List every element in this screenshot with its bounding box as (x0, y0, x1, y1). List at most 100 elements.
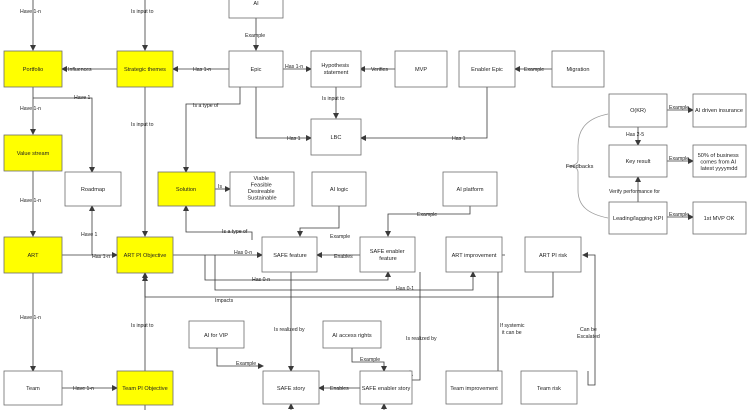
node-team-improvement[interactable]: Team improvement (445, 370, 503, 405)
node-team-label: Team (26, 386, 40, 392)
edge-labels: Have 1-n Is input to Example Influences … (20, 9, 689, 392)
label-example-ai: Example (245, 33, 265, 39)
node-ai[interactable]: AI (228, 0, 284, 19)
node-safe-enabler-feature-label: SAFE enabler feature (370, 249, 406, 262)
label-have-1-art-roadmap: Have 1 (81, 232, 98, 238)
node-migration[interactable]: Migration (551, 50, 605, 88)
edge-ailogic-feature (297, 206, 340, 237)
node-team-risk[interactable]: Team risk (520, 370, 578, 405)
edge-epic-lbc (255, 87, 312, 141)
label-has-2-5: Has 2-5 (626, 132, 644, 138)
label-example-ai-logic: Example (330, 234, 350, 240)
node-first-mvp-ok[interactable]: 1st MVP OK (692, 201, 747, 235)
node-art-pi-objective[interactable]: ART PI Objective (116, 236, 174, 274)
node-solution-qualities-label: Viable Feasible Desireable Sustainable (247, 176, 276, 202)
node-ai-access-rights[interactable]: AI access rights (322, 320, 382, 349)
node-solution-qualities[interactable]: Viable Feasible Desireable Sustainable (229, 171, 295, 207)
label-has-1n-art-obj: Has 1-n (92, 254, 110, 260)
edge-feature-solution (183, 205, 253, 240)
label-has-1n-themes: Has 1-n (193, 67, 211, 73)
label-has-0n-1: Has 0-n (234, 250, 252, 256)
node-art-pi-risk[interactable]: ART PI risk (524, 236, 582, 273)
label-verifies: Verifies (371, 67, 388, 73)
node-ai-label: AI (253, 1, 259, 7)
node-migration-label: Migration (566, 67, 589, 73)
node-safe-feature[interactable]: SAFE feature (261, 236, 318, 273)
node-value-stream[interactable]: Value stream (3, 134, 63, 172)
label-has-1-epic-lbc: Has 1 (287, 136, 301, 142)
node-key-result-example-label: 50% of business comes from AI latest yyy… (698, 153, 741, 172)
node-mvp[interactable]: MVP (394, 50, 448, 88)
node-okr[interactable]: O(KR) (608, 93, 668, 128)
node-lbc-label: LBC (331, 135, 342, 141)
node-ai-platform[interactable]: AI platform (442, 171, 498, 207)
node-key-result[interactable]: Key result (608, 144, 668, 178)
edge-artpi-improvement (214, 255, 476, 291)
node-leading-lagging-kpi[interactable]: Leading/lagging KPI (608, 201, 668, 235)
node-first-mvp-ok-label: 1st MVP OK (704, 216, 735, 222)
label-is-realized-by-1: Is realized by (274, 327, 305, 333)
node-key-result-label: Key result (626, 159, 651, 165)
nodes: Portfolio Strategic themes AI Epic Hypot… (3, 0, 747, 406)
label-have-1-roadmap: Have 1 (74, 95, 91, 101)
label-is-input-to-hyp: Is input to (322, 96, 345, 102)
node-safe-enabler-feature[interactable]: SAFE enabler feature (359, 236, 416, 273)
node-team-improvement-label: Team improvement (450, 386, 498, 392)
node-ai-access-rights-label: AI access rights (332, 333, 372, 339)
node-ai-platform-label: AI platform (456, 187, 483, 193)
label-verify-performance: Verify performance for (609, 189, 660, 195)
label-have-1n-team: Have 1-n (20, 315, 41, 321)
edge-artpi-enabler (204, 255, 391, 281)
label-impacts: Impacts (215, 298, 234, 304)
node-art-label: ART (27, 253, 39, 259)
edges (30, 0, 694, 410)
node-portfolio-label: Portfolio (23, 67, 44, 73)
node-strategic-themes-label: Strategic themes (124, 67, 166, 73)
node-hypothesis-statement[interactable]: Hypothesis statement (310, 50, 362, 88)
node-enabler-epic[interactable]: Enabler Epic (458, 50, 516, 88)
label-is-input-to-team: Is input to (131, 323, 154, 329)
label-has-0-1: Has 0-1 (396, 286, 414, 292)
label-have-1n-art: Have 1-n (20, 198, 41, 204)
edge-risk-artpi (142, 272, 554, 298)
node-team[interactable]: Team (3, 370, 63, 406)
node-solution[interactable]: Solution (157, 171, 216, 207)
node-art-pi-objective-label: ART PI Objective (124, 253, 167, 259)
node-ai-for-vip[interactable]: AI for VIP (188, 320, 245, 349)
node-art-improvement[interactable]: ART improvement (445, 236, 503, 273)
node-strategic-themes[interactable]: Strategic themes (116, 50, 174, 88)
node-roadmap[interactable]: Roadmap (64, 171, 122, 207)
label-have-1n-vs: Have 1-n (20, 106, 41, 112)
label-is-input-to-themes: Is input to (131, 122, 154, 128)
node-leading-lagging-kpi-label: Leading/lagging KPI (613, 216, 664, 222)
label-is-a-type-of-feature: Is a type of (222, 229, 248, 235)
node-art-improvement-label: ART improvement (452, 253, 497, 259)
node-safe-enabler-story[interactable]: SAFE enabler story (359, 370, 413, 405)
node-team-pi-objective-label: Team PI Objective (122, 386, 167, 392)
node-portfolio[interactable]: Portfolio (3, 50, 63, 88)
label-has-0n-2: Has 0-n (252, 277, 270, 283)
node-hypothesis-label: Hypothesis statement (321, 63, 350, 76)
edge-access-enablerstory (351, 348, 387, 372)
edge-vip-story (216, 348, 264, 369)
node-ai-for-vip-label: AI for VIP (204, 333, 228, 339)
node-art-pi-risk-label: ART PI risk (539, 253, 567, 259)
node-ai-driven-insurance[interactable]: AI driven insurance (692, 93, 747, 128)
node-safe-story[interactable]: SAFE story (262, 370, 320, 405)
label-is-a-type-of-epic: Is a type of (193, 103, 219, 109)
node-art[interactable]: ART (3, 236, 63, 274)
node-epic[interactable]: Epic (228, 50, 284, 88)
node-team-pi-objective[interactable]: Team PI Objective (116, 370, 174, 406)
edge-portfolio-roadmap (33, 97, 95, 173)
node-safe-feature-label: SAFE feature (273, 253, 307, 259)
label-has-1n-hyp: Has 1-n (285, 64, 303, 70)
node-roadmap-label: Roadmap (81, 187, 105, 193)
node-team-risk-label: Team risk (537, 386, 561, 392)
node-lbc[interactable]: LBC (310, 118, 362, 156)
node-key-result-example[interactable]: 50% of business comes from AI latest yyy… (692, 144, 747, 178)
node-solution-label: Solution (176, 187, 196, 193)
label-feedbacks: Feedbacks (566, 164, 594, 170)
node-ai-logic[interactable]: AI logic (311, 171, 367, 207)
node-mvp-label: MVP (415, 67, 427, 73)
